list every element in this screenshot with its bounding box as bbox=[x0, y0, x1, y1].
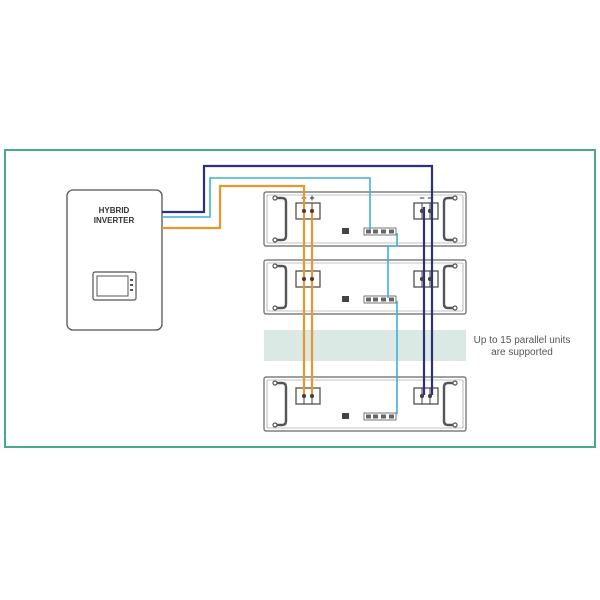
inverter-indicator-3 bbox=[130, 289, 133, 291]
positive-label-2: + bbox=[309, 193, 314, 203]
battery-module-2 bbox=[262, 258, 468, 316]
battery-module-1 bbox=[262, 190, 468, 248]
hybrid-inverter: HYBRID INVERTER bbox=[66, 189, 163, 331]
inverter-indicator-1 bbox=[130, 279, 133, 281]
diagram-frame bbox=[4, 149, 596, 448]
parallel-note-line2: are supported bbox=[491, 347, 553, 358]
negative-label-2: − bbox=[427, 193, 432, 203]
inverter-title-line2: INVERTER bbox=[94, 216, 135, 225]
comm-cable-link-1 bbox=[387, 233, 398, 298]
parallel-band bbox=[264, 330, 466, 361]
battery-module-3 bbox=[262, 375, 468, 433]
negative-cable-main bbox=[162, 164, 434, 395]
inverter-title-line1: HYBRID bbox=[99, 206, 130, 215]
comm-cable-main bbox=[162, 177, 371, 230]
terminal-dots bbox=[302, 209, 432, 398]
negative-label-1: − bbox=[419, 193, 424, 203]
inverter-screen bbox=[96, 275, 129, 297]
positive-cable-main bbox=[162, 184, 306, 395]
parallel-note-line1: Up to 15 parallel units bbox=[474, 335, 571, 346]
inverter-indicator-2 bbox=[130, 284, 133, 286]
inverter-body bbox=[66, 189, 163, 331]
